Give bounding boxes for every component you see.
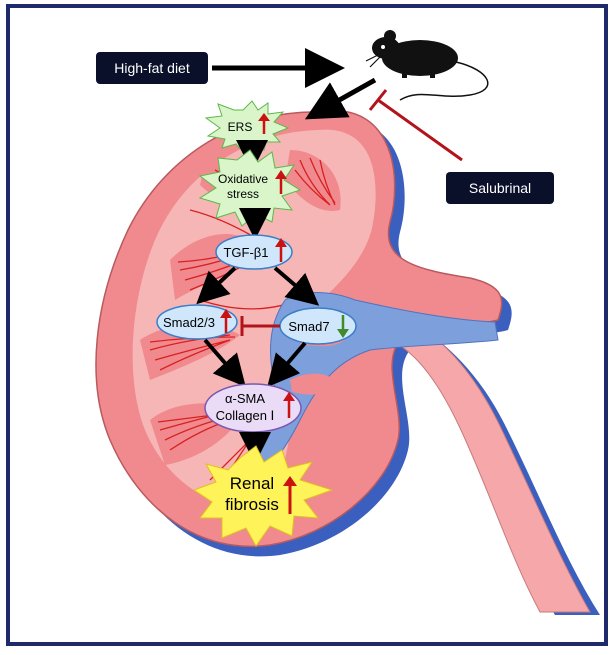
salubrinal-label: Salubrinal: [469, 180, 531, 196]
mouse-to-kidney-arrow: [318, 80, 375, 112]
high-fat-diet-box: High-fat diet: [96, 52, 208, 84]
renal-label: Renal: [230, 474, 274, 493]
asma-collagen-node: α-SMA Collagen Ⅰ: [205, 384, 301, 432]
collagen-label: Collagen Ⅰ: [216, 408, 275, 423]
oxidative-label-line1: Oxidative: [218, 172, 268, 186]
asma-label: α-SMA: [225, 391, 265, 406]
fibrosis-label: fibrosis: [225, 495, 279, 514]
tgf-beta1-node: TGF-β1: [216, 235, 292, 269]
oxidative-label-line2: stress: [227, 187, 259, 201]
smad7-label: Smad7: [288, 319, 329, 334]
tgf-beta1-label: TGF-β1: [223, 245, 268, 260]
smad23-label: Smad2/3: [163, 315, 215, 330]
high-fat-diet-label: High-fat diet: [114, 60, 190, 76]
smad23-node: Smad2/3: [157, 305, 237, 339]
salubrinal-box: Salubrinal: [446, 172, 554, 204]
smad7-node: Smad7: [280, 308, 356, 344]
ers-label: ERS: [228, 120, 253, 134]
salubrinal-inhibition-bar: [370, 90, 386, 110]
mouse-icon: [366, 30, 488, 100]
